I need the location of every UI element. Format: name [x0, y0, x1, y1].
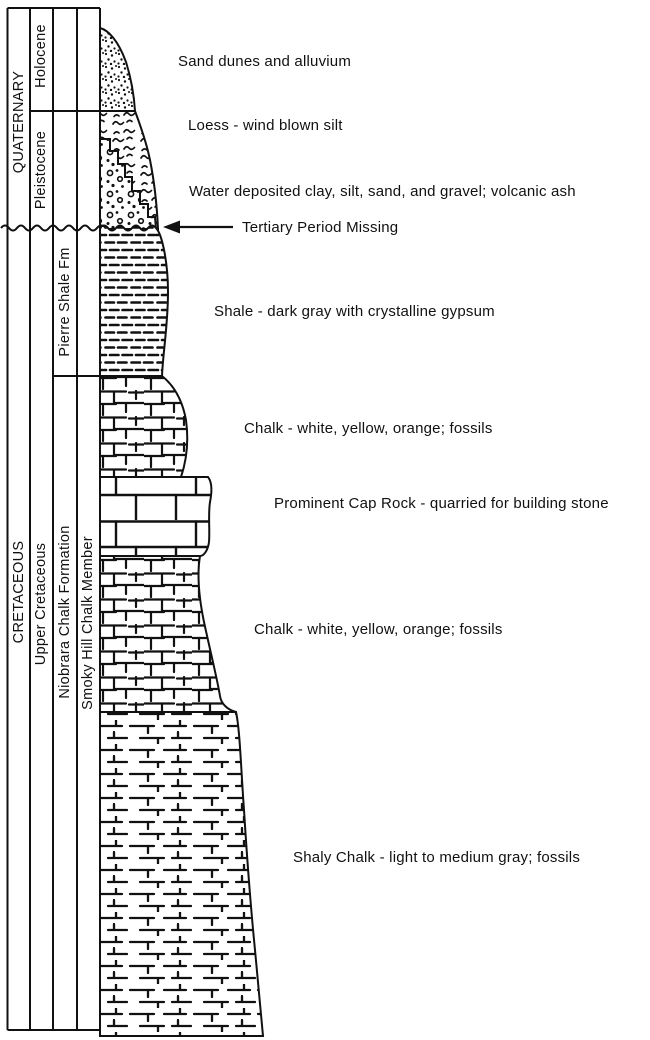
epoch-label-pleistocene: Pleistocene	[33, 130, 49, 210]
member-label-smoky-hill: Smoky Hill Chalk Member	[80, 536, 96, 710]
formation-label-niobrara: Niobrara Chalk Formation	[57, 525, 73, 699]
layer-label-water-deposited: Water deposited clay, silt, sand, and gr…	[189, 183, 576, 200]
epoch-label-upper-cretaceous: Upper Cretaceous	[33, 542, 49, 666]
layer-water-deposited	[99, 138, 158, 230]
layer-label-cap-rock: Prominent Cap Rock - quarried for buildi…	[274, 495, 609, 512]
layer-label-shale: Shale - dark gray with crystalline gypsu…	[214, 303, 495, 320]
epoch-label-holocene: Holocene	[33, 24, 49, 88]
rock-column	[99, 26, 265, 1037]
tertiary-missing-arrow-icon	[163, 220, 233, 234]
time-scale-grid	[0, 7, 135, 1036]
layer-label-chalk-upper: Chalk - white, yellow, orange; fossils	[244, 420, 493, 437]
annotation-tertiary-missing: Tertiary Period Missing	[242, 219, 399, 236]
layer-label-chalk-lower: Chalk - white, yellow, orange; fossils	[254, 621, 503, 638]
layer-label-loess: Loess - wind blown silt	[188, 117, 343, 134]
period-label-cretaceous: CRETACEOUS	[10, 540, 27, 644]
table-verticals	[6, 8, 78, 1030]
layer-chalk-upper	[99, 375, 189, 478]
formation-label-pierre-shale: Pierre Shale Fm	[57, 247, 73, 357]
layer-shale	[99, 224, 170, 377]
layer-chalk-lower	[99, 555, 237, 713]
layer-label-shaly-chalk: Shaly Chalk - light to medium gray; foss…	[293, 849, 581, 866]
layer-shaly-chalk	[99, 711, 265, 1037]
layer-sand-dunes	[99, 26, 137, 112]
unconformity-wavy-line	[0, 224, 107, 232]
layer-cap-rock	[99, 476, 213, 557]
layer-label-sand-dunes: Sand dunes and alluvium	[178, 53, 352, 70]
period-label-quaternary: QUATERNARY	[10, 70, 27, 174]
